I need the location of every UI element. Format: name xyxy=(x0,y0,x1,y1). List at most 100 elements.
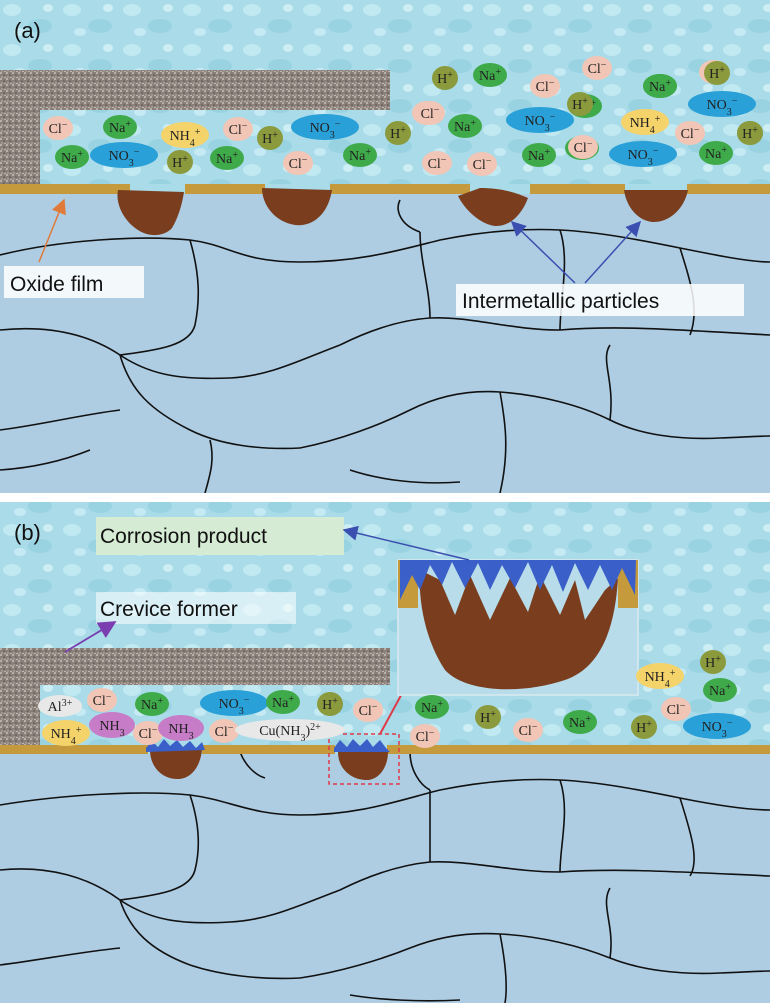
ion-badge xyxy=(133,721,163,745)
ion-badge xyxy=(415,695,449,719)
ion-na: Na+ xyxy=(703,678,737,702)
particle xyxy=(624,190,688,223)
particle xyxy=(150,750,202,780)
ion-label: NH3 xyxy=(168,722,193,742)
metal-a xyxy=(0,190,770,493)
ion-label: NO3− xyxy=(702,718,733,740)
ion-cl: Cl− xyxy=(568,135,598,159)
corrosion-product-label-box xyxy=(96,517,344,555)
ion-label: NO3− xyxy=(219,695,250,717)
ion-badge xyxy=(568,135,598,159)
ion-na: Na+ xyxy=(473,63,507,87)
ion-nh3: NH3 xyxy=(158,715,204,742)
ion-badge xyxy=(563,710,597,734)
ion-h: H+ xyxy=(567,92,593,116)
ion-na: Na+ xyxy=(522,143,556,167)
ion-label: Na+ xyxy=(141,696,163,714)
ion-cl: Cl− xyxy=(530,74,560,98)
ion-label: Na+ xyxy=(705,145,727,163)
ion-label: Cl− xyxy=(519,722,538,740)
ion-badge xyxy=(513,718,543,742)
ion-badge xyxy=(475,705,501,729)
panel-divider xyxy=(0,493,770,502)
panel-a-label: (a) xyxy=(14,18,41,43)
ion-label: Na+ xyxy=(528,147,550,165)
ion-badge xyxy=(631,715,657,739)
ion-cl: Cl− xyxy=(661,697,691,721)
ion-h: H+ xyxy=(704,61,730,85)
ion-label: Cl− xyxy=(473,156,492,174)
ion-h: H+ xyxy=(167,150,193,174)
ion-badge xyxy=(87,688,117,712)
ion-badge xyxy=(415,101,445,125)
ion-h: H+ xyxy=(700,650,726,674)
ion-na: Na+ xyxy=(643,74,677,98)
ion-cl: Cl− xyxy=(415,101,445,125)
ion-badge xyxy=(699,141,733,165)
ion-badge xyxy=(291,114,359,140)
intermetallic-arrow-1 xyxy=(510,220,576,284)
ion-nh4: NH4+ xyxy=(161,122,209,149)
ion-badge xyxy=(257,126,283,150)
ion-badge xyxy=(135,692,169,716)
ion-badge xyxy=(643,74,677,98)
ion-badge xyxy=(103,115,137,139)
corrosion-product-arrow xyxy=(342,525,470,561)
ion-label: Na+ xyxy=(349,147,371,165)
ion-badge xyxy=(167,150,193,174)
inset-particle xyxy=(419,570,618,690)
ion-label: NO3− xyxy=(707,96,738,118)
ion-label: H+ xyxy=(709,65,725,83)
ion-badge xyxy=(432,66,458,90)
ion-label: NO3− xyxy=(628,146,659,168)
particle xyxy=(262,188,332,226)
grain-boundaries-b xyxy=(0,751,770,1003)
ion-badge xyxy=(200,690,268,716)
intermetallic-arrow-2 xyxy=(584,220,642,284)
ion-label: Cl− xyxy=(421,105,440,123)
ion-badge xyxy=(522,143,556,167)
ion-label: Cl− xyxy=(49,120,68,138)
ion-na: Na+ xyxy=(266,690,300,714)
ion-badge xyxy=(235,719,345,741)
ion-h: H+ xyxy=(631,715,657,739)
ion-cl: Cl− xyxy=(283,151,313,175)
ion-cl: Cl− xyxy=(467,152,497,176)
particle xyxy=(338,752,388,781)
ion-badge xyxy=(38,695,82,717)
ion-badge xyxy=(683,713,751,739)
crevice-former-arrow xyxy=(64,621,117,653)
corrosion-product-deposit xyxy=(334,739,390,752)
ion-badge xyxy=(161,122,209,148)
ion-na: Na+ xyxy=(448,114,482,138)
crevice-former-b xyxy=(0,648,390,745)
ion-label: Cl− xyxy=(428,155,447,173)
ion-label: Cl− xyxy=(359,702,378,720)
ion-pale: Al3+ xyxy=(38,695,82,717)
ion-nh4: NH4+ xyxy=(636,663,684,690)
crevice-former-a xyxy=(0,70,390,184)
ion-nh4: NH4+ xyxy=(42,720,90,747)
ion-label: NO3− xyxy=(525,112,556,134)
ion-label: Cl− xyxy=(536,78,555,96)
ion-badge xyxy=(467,152,497,176)
inset-corrosion-product xyxy=(400,560,636,600)
ion-badge xyxy=(89,712,135,738)
ion-label: Na+ xyxy=(454,118,476,136)
ion-no3: NO3− xyxy=(683,713,751,740)
ion-badge xyxy=(704,61,730,85)
ion-label: Na+ xyxy=(109,119,131,137)
ion-badge xyxy=(582,56,612,80)
ion-badge xyxy=(343,143,377,167)
ion-no3: NO3− xyxy=(609,141,677,168)
ion-cl: Cl− xyxy=(422,151,452,175)
ion-no3: NO3− xyxy=(90,142,158,169)
ion-badge xyxy=(210,146,244,170)
ion-label: H+ xyxy=(262,130,278,148)
ion-cl: Cl− xyxy=(43,116,73,140)
ion-label: H+ xyxy=(437,70,453,88)
intermetallic-particles-a xyxy=(117,188,688,236)
metal-b xyxy=(0,747,770,1003)
ions-a: Cl−Na+NH4+Cl−H+NO3−Cl−H+Na+NO3−H+Na+Cl−N… xyxy=(43,56,763,176)
ion-na: Na+ xyxy=(210,146,244,170)
